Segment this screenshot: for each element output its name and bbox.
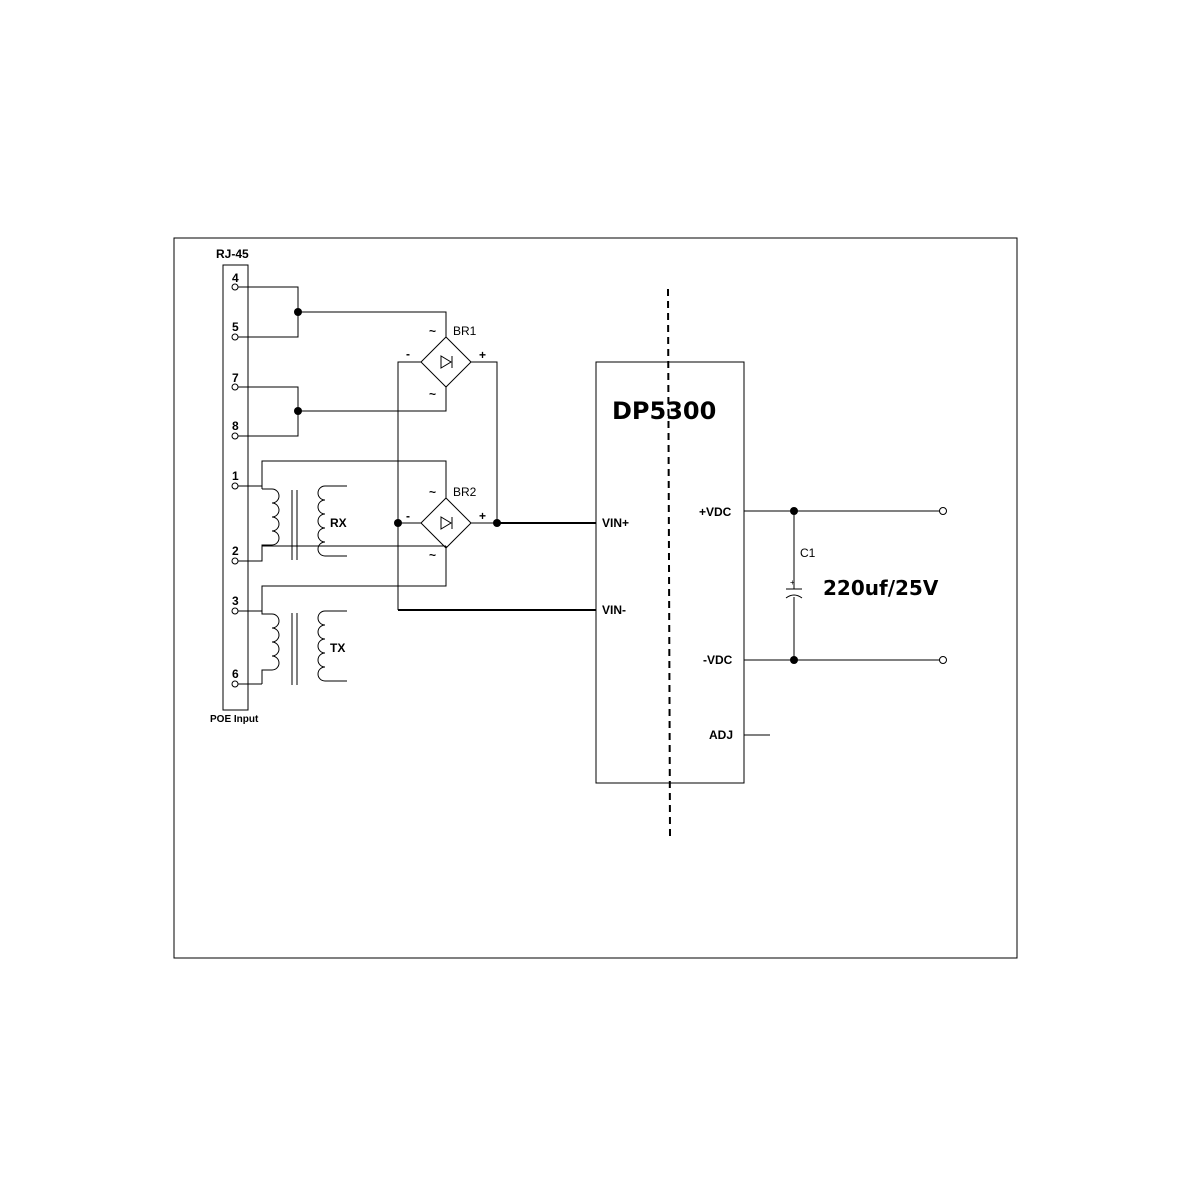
capacitor-plate-neg [785, 594, 803, 599]
output-terminal-neg [939, 656, 947, 664]
br1-pos: + [479, 348, 486, 362]
pin-1 [231, 482, 239, 490]
br1-ac-top: ~ [429, 324, 436, 338]
pin-vdc-neg: -VDC [703, 653, 733, 667]
connector-name: RJ-45 [216, 247, 249, 261]
isolation-barrier [667, 288, 671, 837]
br1-neg: - [406, 347, 410, 361]
rx-label: RX [330, 516, 347, 530]
pin-label-1: 1 [232, 469, 239, 483]
pin-vdc-pos: +VDC [699, 505, 732, 519]
pin-3 [231, 607, 239, 615]
diagram-frame [173, 237, 1018, 959]
tx-transformer: TX [238, 546, 447, 685]
br1-ac-bottom: ~ [429, 387, 436, 401]
pin-label-4: 4 [232, 271, 239, 285]
br2-pos: + [479, 509, 486, 523]
pin-label-6: 6 [232, 667, 239, 681]
spare-pair-wiring [238, 286, 447, 437]
bridge-rectifier-br1: BR1 ~ ~ - + [406, 324, 486, 401]
pin-label-5: 5 [232, 320, 239, 334]
capacitor-ref: C1 [800, 546, 816, 560]
pin-vin-neg: VIN- [602, 603, 626, 617]
br2-ref: BR2 [453, 485, 477, 499]
dc-bus-wiring [394, 361, 596, 611]
bridge-rectifier-br2: BR2 ~ ~ - + [406, 485, 486, 562]
dp5300-module: DP5300 VIN+ VIN- +VDC -VDC ADJ [595, 288, 770, 837]
pin-5 [231, 333, 239, 341]
rx-primary-coil [261, 488, 280, 546]
output-section: + C1 220uf/25V [744, 507, 947, 664]
pin-label-8: 8 [232, 419, 239, 433]
pin-8 [231, 432, 239, 440]
pin-adj: ADJ [709, 728, 733, 742]
pin-4 [231, 283, 239, 291]
tx-label: TX [330, 641, 345, 655]
pin-7 [231, 383, 239, 391]
rx-secondary-coil [317, 485, 347, 557]
pin-6 [231, 680, 239, 688]
pin-label-3: 3 [232, 594, 239, 608]
tx-primary-coil [261, 611, 280, 684]
pin-label-7: 7 [232, 371, 239, 385]
rx-transformer: RX [238, 460, 447, 562]
connector-caption: POE Input [210, 714, 259, 725]
br2-ac-bottom: ~ [429, 548, 436, 562]
svg-text:+: + [790, 578, 795, 587]
pin-label-2: 2 [232, 544, 239, 558]
br2-ac-top: ~ [429, 485, 436, 499]
module-name: DP5300 [612, 397, 716, 425]
pin-vin-pos: VIN+ [602, 516, 629, 530]
pin-2 [231, 557, 239, 565]
output-terminal-pos [939, 507, 947, 515]
capacitor-value: 220uf/25V [823, 576, 939, 600]
module-body [595, 361, 745, 784]
tx-secondary-coil [317, 610, 347, 682]
br2-neg: - [406, 509, 410, 523]
connector-body [222, 264, 249, 711]
br1-ref: BR1 [453, 324, 477, 338]
